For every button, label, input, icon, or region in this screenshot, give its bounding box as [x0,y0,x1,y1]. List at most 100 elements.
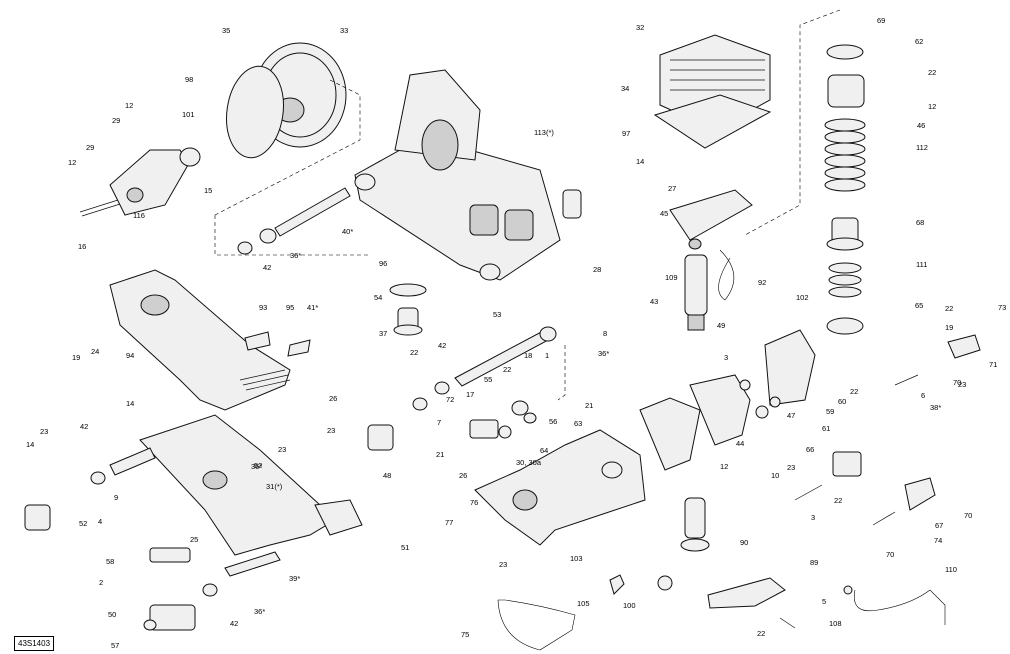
callout-number: 33 [340,26,348,35]
air-box-drawing [653,34,772,149]
callout-number: 23 [499,560,507,569]
callout-number: 60 [838,397,846,406]
callout-number: 110 [945,565,957,574]
callout-number: 54 [374,293,382,302]
chassis-rail-drawing [109,269,311,411]
callout-number: 63 [574,419,582,428]
callout-number: 37 [379,329,387,338]
callout-number: 53 [493,310,501,319]
callout-number: 26 [459,471,467,480]
callout-number: 48 [383,471,391,480]
shock-absorber-drawing [684,249,735,331]
callout-number: 23 [278,445,286,454]
callout-number: 57 [111,641,119,650]
callout-number: 43 [650,297,658,306]
shock-mount-drawing [669,189,753,250]
callout-number: 95 [286,303,294,312]
callout-number: 47 [787,411,795,420]
callout-number: 1 [545,351,549,360]
callout-number: 24 [91,347,99,356]
callout-number: 75 [461,630,469,639]
callout-number: 77 [445,518,453,527]
callout-number: 21 [585,401,593,410]
callout-number: 94 [126,351,134,360]
callout-number: 109 [665,273,678,282]
callout-number: 55 [484,375,492,384]
callout-number: 69 [877,16,885,25]
engine-arm-drawing [79,147,201,217]
callout-number: 19 [945,323,953,332]
callout-number: 14 [126,399,134,408]
callout-number: 12 [720,462,728,471]
callout-number: 15 [204,186,212,195]
callout-number: 44 [736,439,744,448]
callout-number: 105 [577,599,590,608]
callout-number: 71 [989,360,997,369]
callout-number: 36* [254,607,265,616]
callout-number: 116 [133,211,145,220]
callout-number: 51 [401,543,409,552]
callout-number: 100 [623,601,636,610]
callout-number: 72 [446,395,454,404]
callout-number: 46 [917,121,925,130]
center-small-parts-drawing [412,345,566,439]
callout-number: 62 [915,37,923,46]
callout-number: 89 [810,558,818,567]
callout-number: 22 [410,348,418,357]
callout-number: 6 [921,391,925,400]
callout-number: 12 [125,101,133,110]
bottom-parts-drawing [497,497,946,651]
callout-number: 103 [570,554,583,563]
callout-number: 66 [806,445,814,454]
callout-number: 36* [290,251,301,260]
callout-number: 36* [598,349,609,358]
callout-number: 25 [190,535,198,544]
callout-number: 22 [834,496,842,505]
callout-number: 39* [289,574,300,583]
callout-number: 42 [263,263,271,272]
gearbox-housing-drawing [474,429,646,546]
spring-112-coils [824,118,866,192]
callout-number: 40* [342,227,353,236]
clutch-cover-drawing [214,42,361,216]
callout-number: 21 [436,450,444,459]
callout-number: 3 [724,353,728,362]
callout-number: 102 [796,293,809,302]
callout-number: 22 [503,365,511,374]
callout-number: 92 [758,278,766,287]
callout-number: 22 [928,68,936,77]
right-bracket-drawings [794,334,981,526]
callout-number: 61 [822,424,830,433]
diagram-reference-code: 43S1403 [14,636,55,651]
lower-frame-drawing [90,414,363,597]
callout-number: 101 [182,110,195,119]
callout-number: 108 [829,619,842,628]
callout-number: 18 [524,351,532,360]
callout-number: 28 [593,265,601,274]
callout-number: 12 [928,102,936,111]
callout-number: 45 [660,209,668,218]
callout-number: 4 [98,517,102,526]
callout-number: 52 [254,461,262,470]
callout-number: 52 [79,519,87,528]
callout-number: 68 [916,218,924,227]
bracket-44-47-48-drawing [639,329,816,471]
callout-number: 112 [916,143,928,152]
callout-number: 64 [540,446,548,455]
callout-number: 10 [771,471,779,480]
shaft-40-drawing [214,187,370,256]
callout-number: 42 [230,619,238,628]
small-bracket-drawings [24,424,394,631]
callout-number: 49 [717,321,725,330]
callout-number: 22 [850,387,858,396]
callout-number: 31(*) [266,482,283,491]
callout-number: 70 [886,550,894,559]
callout-number: 23 [958,380,966,389]
callout-number: 23 [40,427,48,436]
callout-number: 17 [466,390,474,399]
callout-number: 32 [636,23,644,32]
callout-number: 9 [114,493,118,502]
callout-number: 38* [930,403,941,412]
